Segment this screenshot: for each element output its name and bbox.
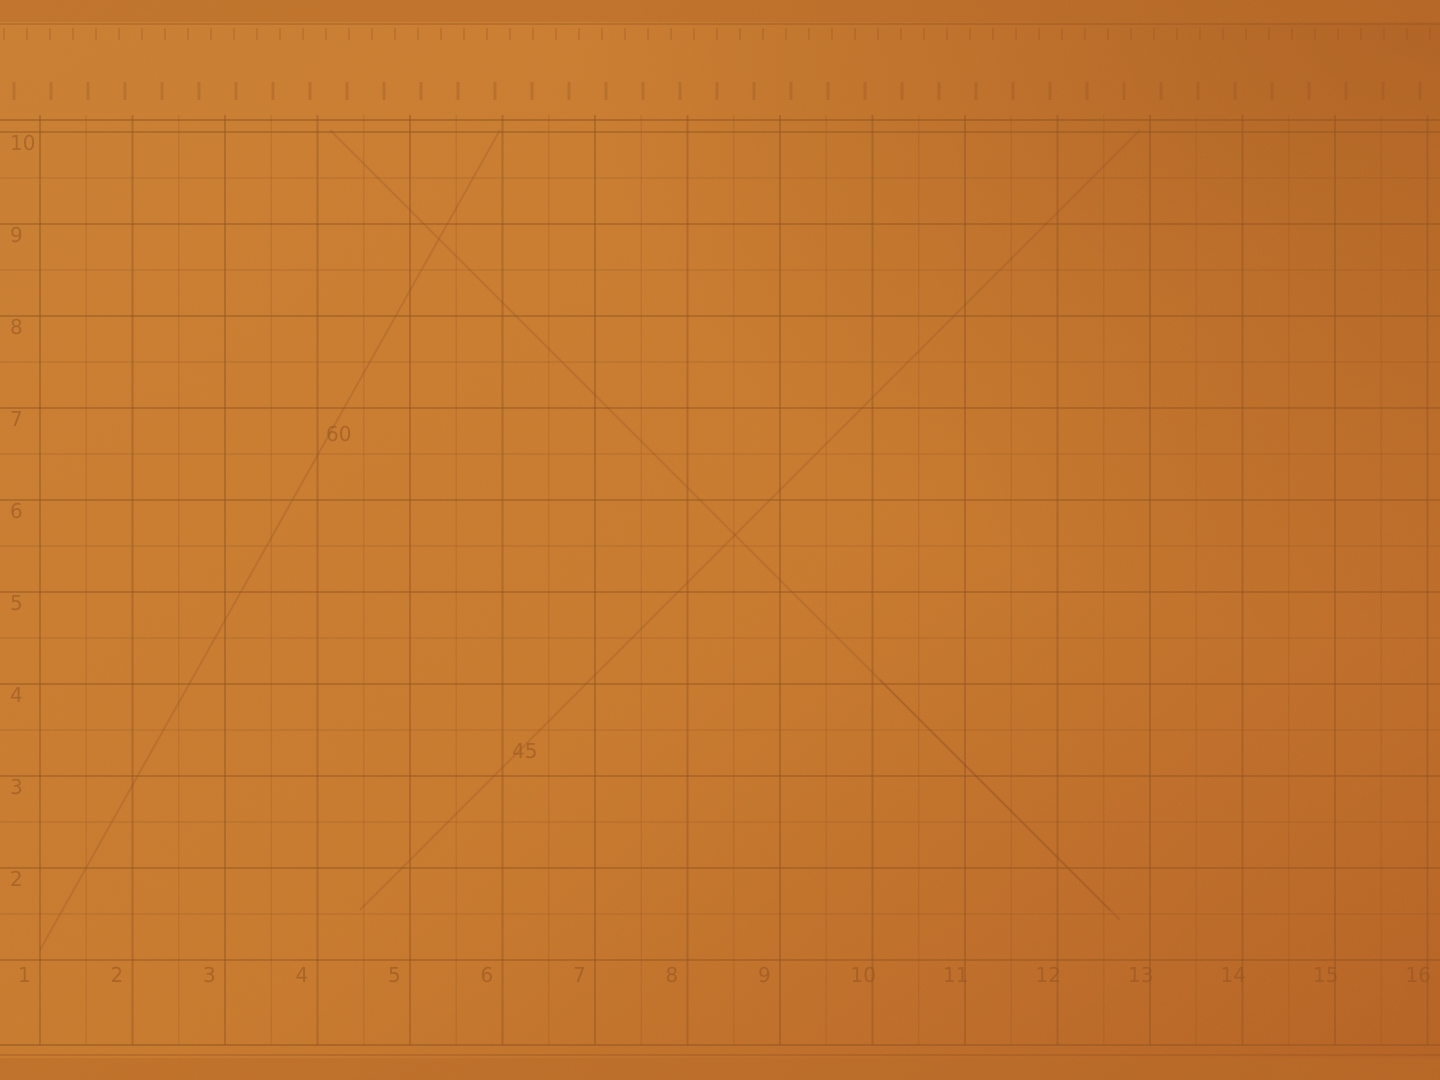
cutting-mat: 1098765432 12345678910111213141516 60 45 [0,0,1440,1080]
cutting-mat-graphic: 1098765432 12345678910111213141516 60 45 [0,0,1440,1080]
photo-grain [0,0,1440,1080]
